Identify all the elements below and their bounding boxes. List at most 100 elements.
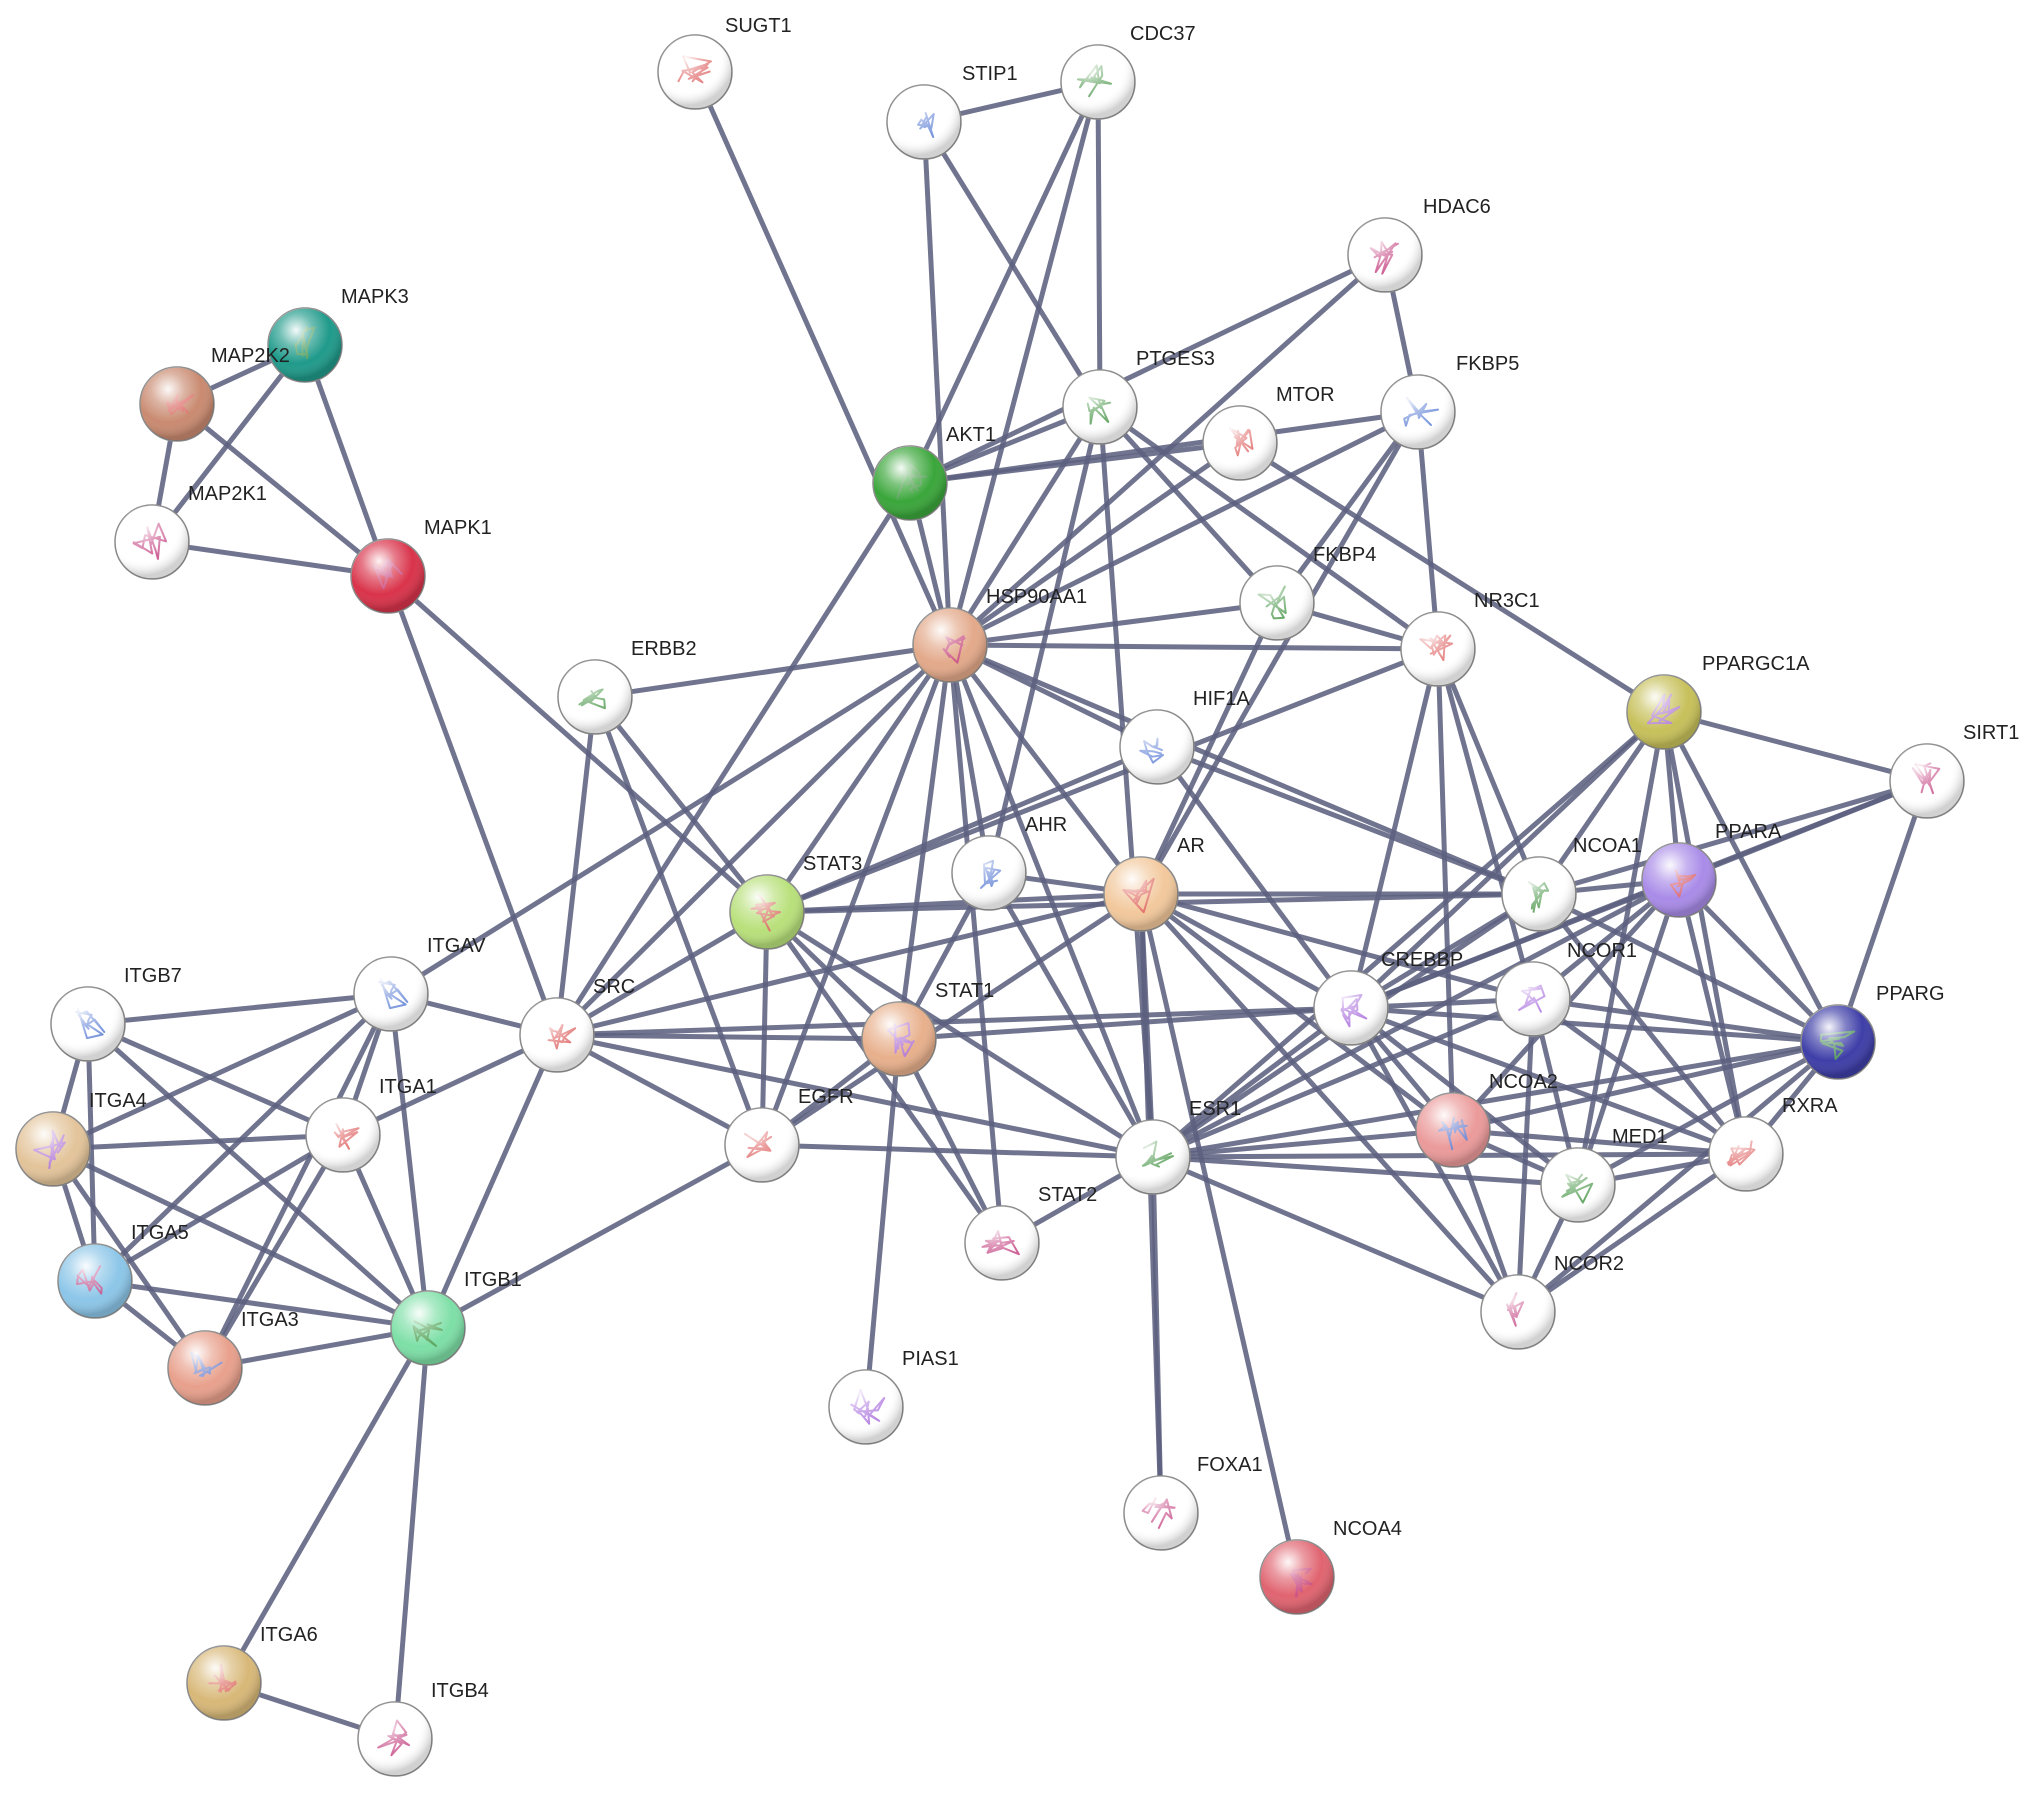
node-fkbp5[interactable]: FKBP5: [1380, 353, 1519, 450]
node-ball[interactable]: [1800, 1004, 1876, 1080]
node-ball[interactable]: [15, 1111, 91, 1187]
edge-nr3c1-ncoa2: [1435, 646, 1456, 1133]
node-ball[interactable]: [1540, 1147, 1616, 1223]
node-ball[interactable]: [724, 1107, 800, 1183]
node-ball[interactable]: [1062, 369, 1138, 445]
node-ball[interactable]: [167, 1330, 243, 1406]
node-hdac6[interactable]: HDAC6: [1347, 196, 1491, 293]
edge-pparg-med1: [1575, 1039, 1841, 1188]
node-ball[interactable]: [1495, 961, 1571, 1037]
node-ball[interactable]: [50, 986, 126, 1062]
edge-hsp90aa1-ncoa1: [947, 642, 1542, 897]
node-ball[interactable]: [657, 34, 733, 110]
node-ball[interactable]: [139, 366, 215, 442]
edge-itgb1-itga6: [221, 1325, 431, 1686]
node-label: RXRA: [1782, 1095, 1838, 1117]
node-ball[interactable]: [57, 1243, 133, 1319]
node-label: ERBB2: [631, 638, 697, 660]
node-stat2[interactable]: STAT2: [964, 1184, 1097, 1281]
node-ball[interactable]: [964, 1205, 1040, 1281]
node-ball[interactable]: [1239, 565, 1315, 641]
node-ball[interactable]: [828, 1369, 904, 1445]
node-ball[interactable]: [1119, 709, 1195, 785]
node-itgb7[interactable]: ITGB7: [50, 965, 182, 1062]
node-pias1[interactable]: PIAS1: [828, 1348, 959, 1445]
node-cdc37[interactable]: CDC37: [1060, 23, 1196, 120]
node-ball[interactable]: [951, 835, 1027, 911]
node-ball[interactable]: [357, 1701, 433, 1777]
node-ball[interactable]: [350, 538, 426, 614]
node-ppara[interactable]: PPARA: [1641, 821, 1782, 918]
edge-egfr-itgb1: [425, 1142, 765, 1331]
node-ar[interactable]: AR: [1103, 835, 1205, 932]
node-ball[interactable]: [1103, 856, 1179, 932]
node-rxra[interactable]: RXRA: [1708, 1095, 1838, 1192]
node-ppargc1a[interactable]: PPARGC1A: [1626, 653, 1810, 750]
node-ball[interactable]: [729, 874, 805, 950]
node-label: PPARG: [1876, 983, 1945, 1005]
edge-sirt1-pparg: [1835, 778, 1930, 1045]
node-ncoa4[interactable]: NCOA4: [1259, 1518, 1402, 1615]
node-ball[interactable]: [912, 607, 988, 683]
node-ball[interactable]: [1889, 743, 1965, 819]
node-pparg[interactable]: PPARG: [1800, 983, 1945, 1080]
node-itgb4[interactable]: ITGB4: [357, 1680, 489, 1777]
edge-nr3c1-hsp90aa1: [947, 642, 1441, 652]
node-ball[interactable]: [305, 1097, 381, 1173]
node-itga1[interactable]: ITGA1: [305, 1076, 437, 1173]
node-ball[interactable]: [1480, 1274, 1556, 1350]
node-ball[interactable]: [861, 1001, 937, 1077]
node-label: PPARGC1A: [1702, 653, 1810, 675]
node-ball[interactable]: [186, 1645, 262, 1721]
node-stip1[interactable]: STIP1: [886, 63, 1018, 160]
node-src[interactable]: SRC: [519, 976, 635, 1073]
node-ball[interactable]: [353, 956, 429, 1032]
node-ball[interactable]: [1060, 44, 1136, 120]
edge-ppara-esr1: [1150, 877, 1682, 1160]
node-ball[interactable]: [1415, 1092, 1491, 1168]
node-sugt1[interactable]: SUGT1: [657, 15, 792, 110]
node-sirt1[interactable]: SIRT1: [1889, 722, 2019, 819]
edge-esr1-foxa1: [1150, 1154, 1164, 1516]
node-ball[interactable]: [1115, 1119, 1191, 1195]
node-ball[interactable]: [1313, 970, 1389, 1046]
node-label: PPARA: [1715, 821, 1782, 843]
node-ball[interactable]: [1501, 856, 1577, 932]
node-label: ITGB1: [464, 1269, 522, 1291]
edge-stat1-pias1: [863, 1036, 902, 1410]
node-ball[interactable]: [390, 1290, 466, 1366]
node-ball[interactable]: [1202, 405, 1278, 481]
node-itgav[interactable]: ITGAV: [353, 935, 486, 1032]
edge-ptges3-hsp90aa1: [947, 404, 1103, 648]
edge-mapk3-mapk1: [302, 342, 391, 579]
node-ball[interactable]: [557, 659, 633, 735]
node-ball[interactable]: [1380, 374, 1456, 450]
node-ball[interactable]: [872, 445, 948, 521]
node-itga4[interactable]: ITGA4: [15, 1090, 147, 1187]
edge-fkbp5-nr3c1: [1415, 409, 1441, 652]
node-stat1[interactable]: STAT1: [861, 980, 994, 1077]
edge-hsp90aa1-src: [554, 642, 953, 1038]
node-ball[interactable]: [1400, 611, 1476, 687]
edge-nr3c1-crebbp: [1348, 646, 1441, 1011]
node-ball[interactable]: [1259, 1539, 1335, 1615]
node-mapk3[interactable]: MAPK3: [267, 286, 409, 383]
node-foxa1[interactable]: FOXA1: [1123, 1454, 1263, 1551]
node-ball[interactable]: [886, 84, 962, 160]
edge-hsp90aa1-stat1: [896, 642, 953, 1042]
node-map2k1[interactable]: MAP2K1: [114, 483, 267, 580]
node-nr3c1[interactable]: NR3C1: [1400, 590, 1540, 687]
node-ball[interactable]: [1708, 1116, 1784, 1192]
edge-src-crebbp: [554, 1005, 1354, 1038]
node-ball[interactable]: [1123, 1475, 1199, 1551]
node-ball[interactable]: [519, 997, 595, 1073]
node-ball[interactable]: [114, 504, 190, 580]
node-itga5[interactable]: ITGA5: [57, 1222, 189, 1319]
node-ball[interactable]: [1626, 674, 1702, 750]
edge-itgb1-itga3: [202, 1325, 431, 1371]
node-ball[interactable]: [1347, 217, 1423, 293]
edge-egfr-esr1: [759, 1142, 1156, 1160]
edge-pparg-esr1: [1150, 1039, 1841, 1160]
node-label: SRC: [593, 976, 635, 998]
node-ball[interactable]: [1641, 842, 1717, 918]
